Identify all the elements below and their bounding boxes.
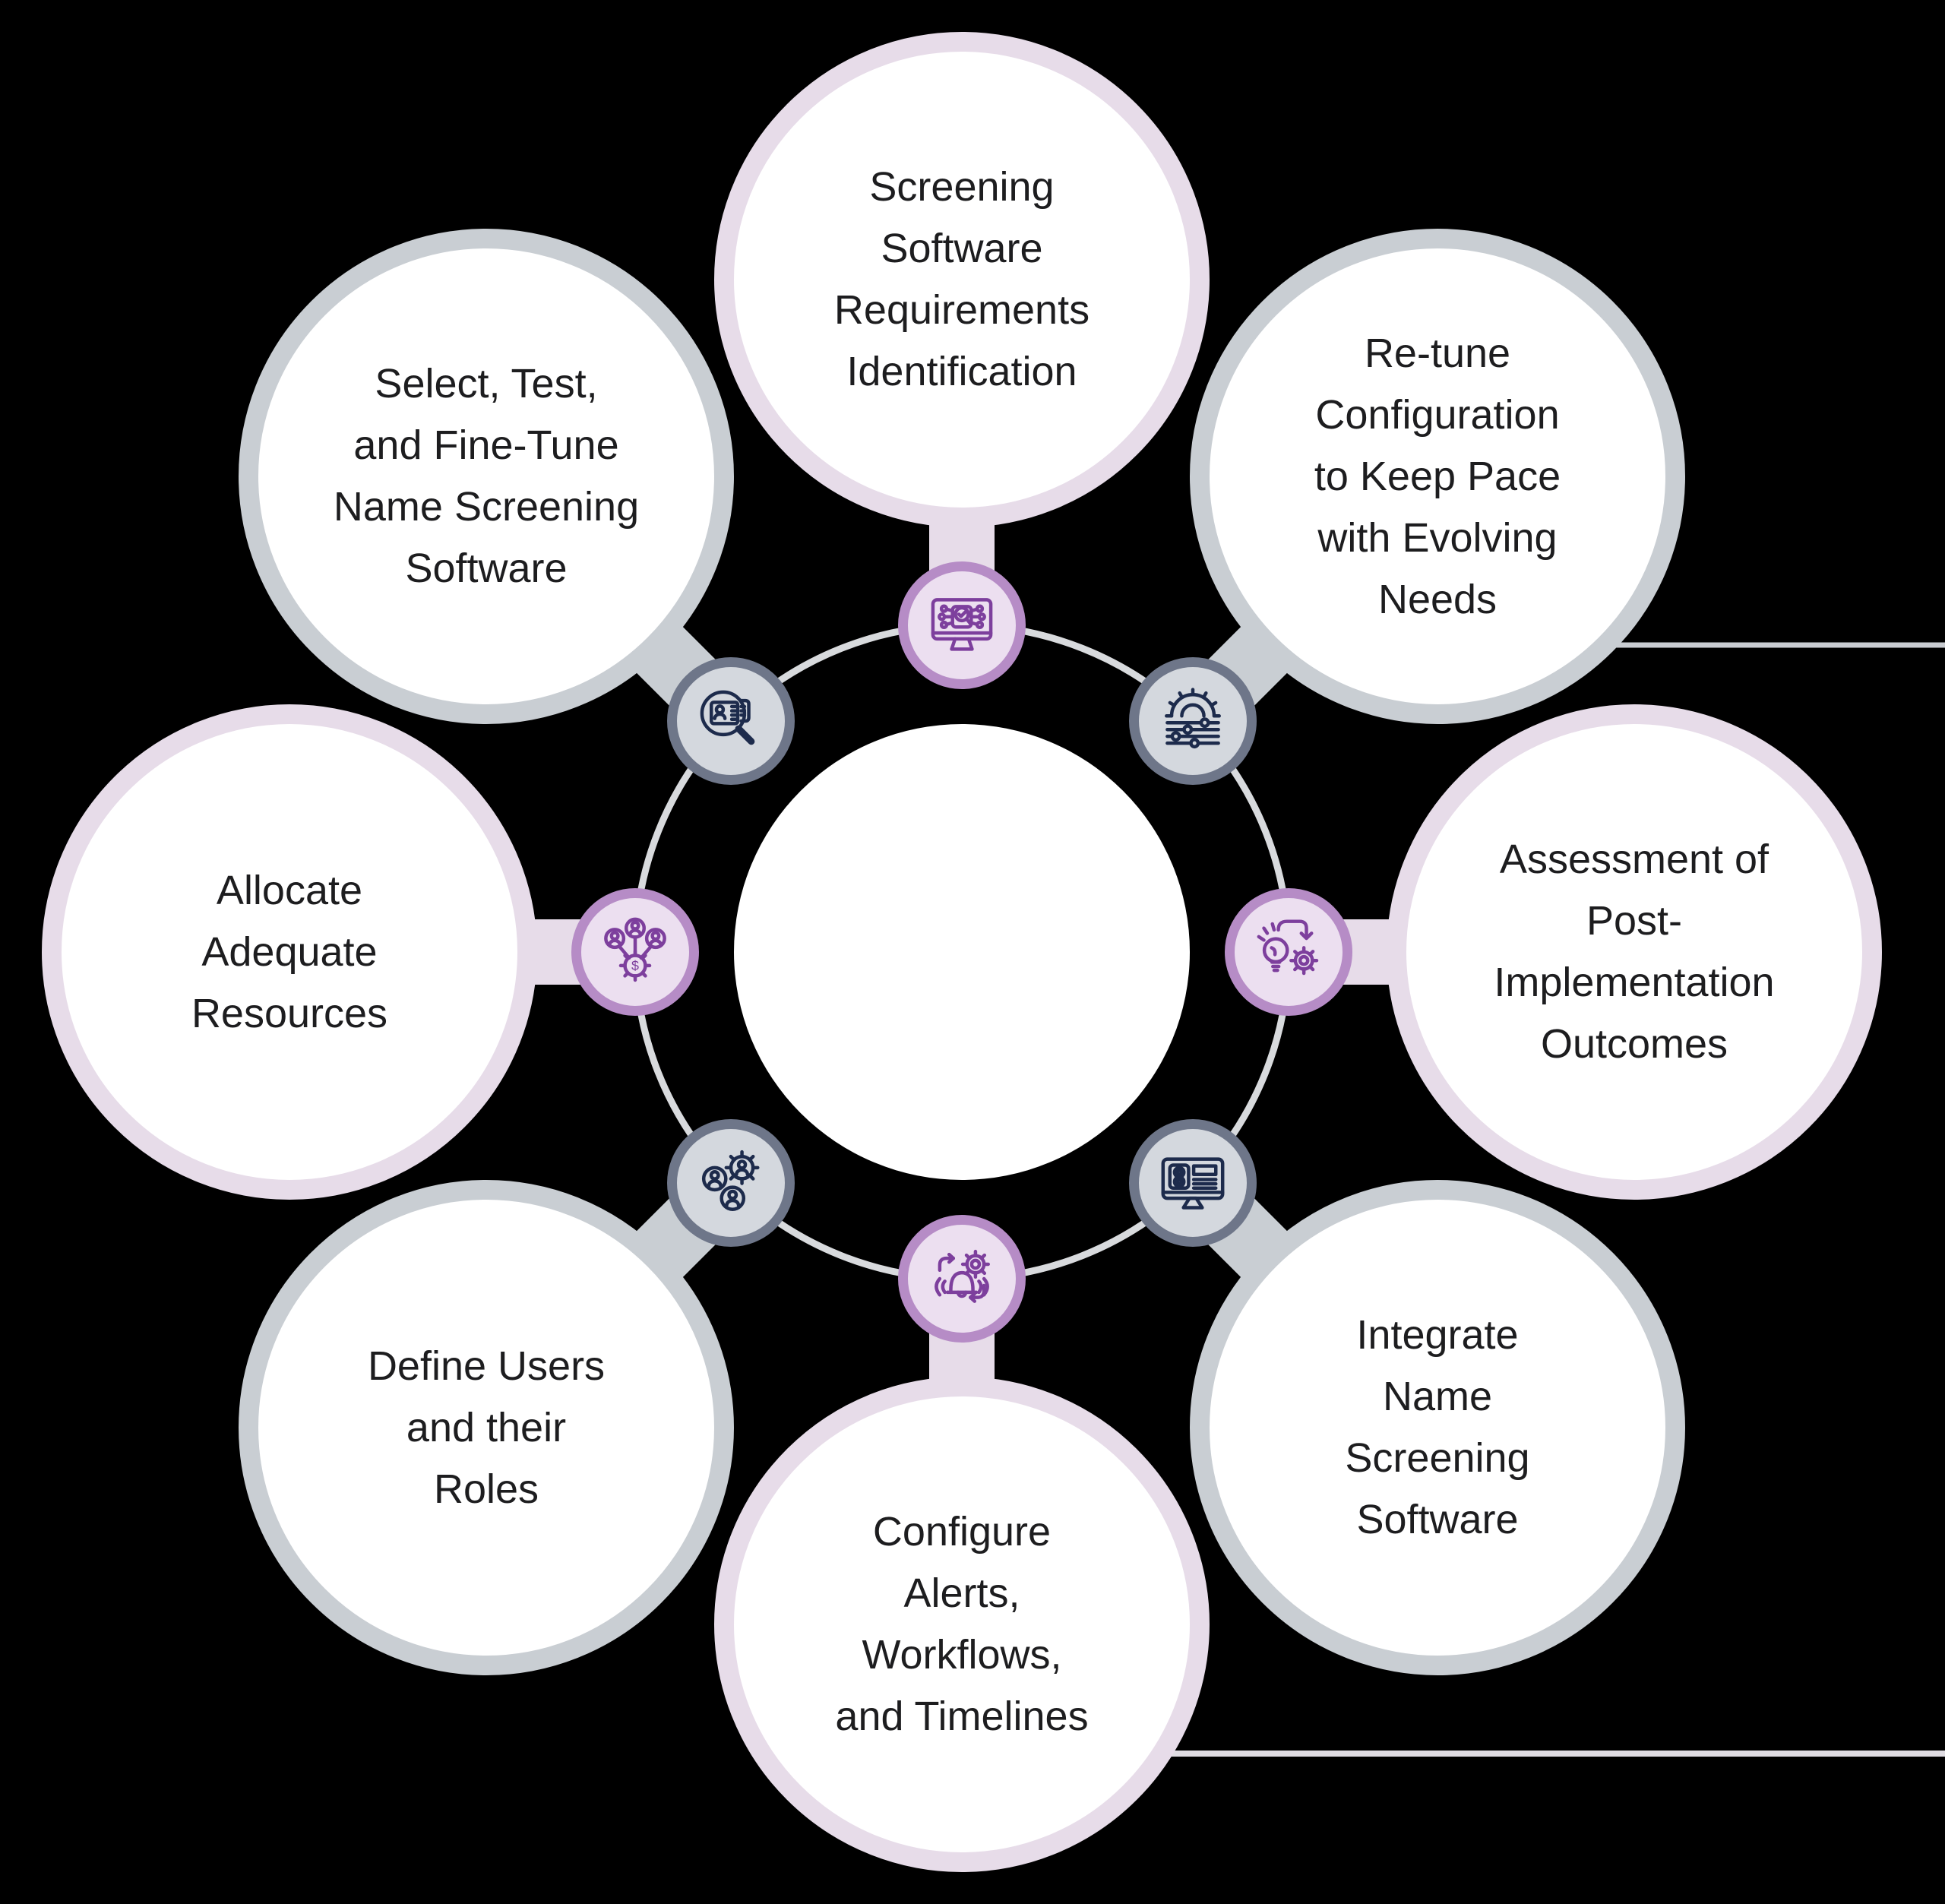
node-label: Assessment of Post- Implementation Outco… — [1494, 837, 1775, 1067]
gear-sliders-icon — [1129, 657, 1257, 785]
node-label: Configure Alerts, Workflows, and Timelin… — [835, 1509, 1089, 1739]
node-label: Integrate Name Screening Software — [1345, 1312, 1530, 1542]
node-retune-configuration: Re-tune Configuration to Keep Pace with … — [1190, 229, 1685, 724]
people-money-gear-icon: $ — [571, 888, 699, 1016]
node-post-implementation-assessment: Assessment of Post- Implementation Outco… — [1387, 704, 1882, 1200]
monitor-scan-check-icon — [898, 561, 1026, 689]
monitor-profiles-icon — [1129, 1119, 1257, 1247]
center-circle — [734, 724, 1190, 1180]
node-label: Re-tune Configuration to Keep Pace with … — [1314, 330, 1561, 622]
node-label: Select, Test, and Fine-Tune Name Screeni… — [333, 361, 640, 591]
node-screening-software-requirements: Screening Software Requirements Identifi… — [714, 32, 1210, 527]
node-label: Define Users and their Roles — [367, 1343, 606, 1512]
node-allocate-resources: Allocate Adequate Resources — [42, 704, 537, 1200]
node-label: Allocate Adequate Resources — [191, 867, 388, 1036]
node-select-test-finetune: Select, Test, and Fine-Tune Name Screeni… — [239, 229, 734, 724]
bulb-to-gear-icon — [1225, 888, 1352, 1016]
node-integrate-software: Integrate Name Screening Software — [1190, 1180, 1685, 1675]
users-gear-icon — [667, 1119, 795, 1247]
node-label: Screening Software Requirements Identifi… — [833, 164, 1090, 394]
bell-gear-cycle-icon — [898, 1215, 1026, 1343]
magnifier-id-card-icon — [667, 657, 795, 785]
node-configure-alerts-workflows: Configure Alerts, Workflows, and Timelin… — [714, 1377, 1210, 1872]
svg-text:$: $ — [631, 958, 639, 973]
node-define-users-roles: Define Users and their Roles — [239, 1180, 734, 1675]
